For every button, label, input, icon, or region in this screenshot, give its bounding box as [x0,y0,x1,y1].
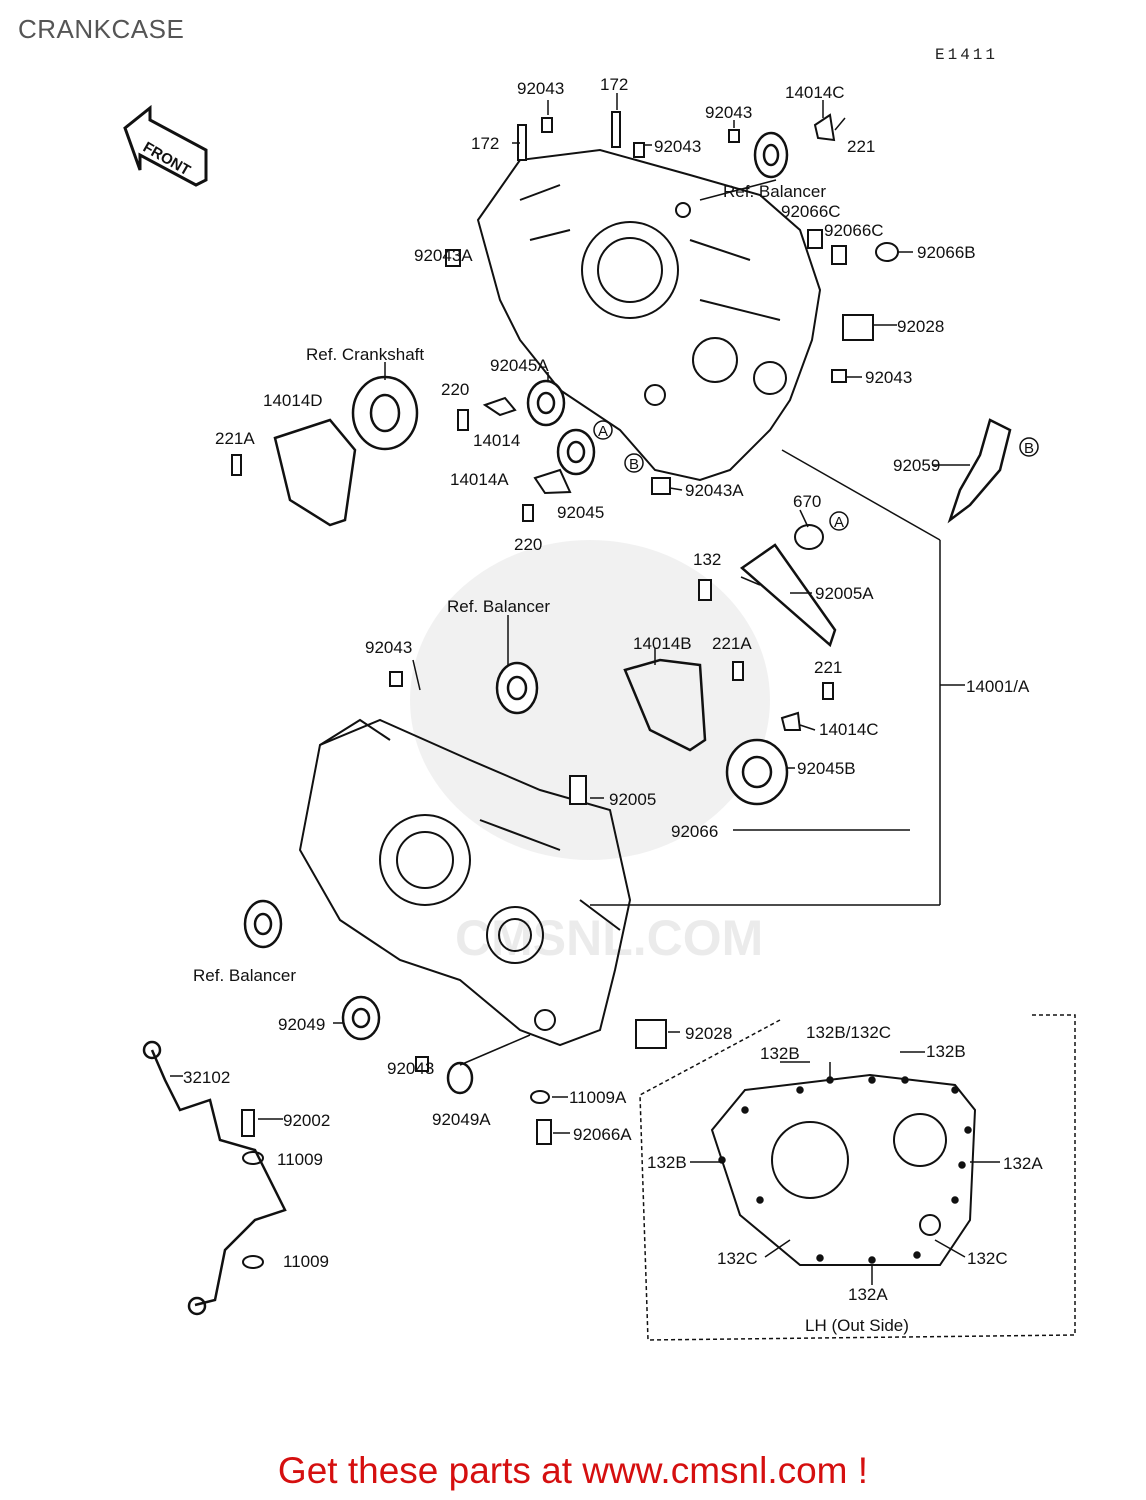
promo-banner[interactable]: Get these parts at www.cmsnl.com ! [277,1450,869,1491]
inset-callout-132b-132c: 132B/132C [806,1023,891,1042]
callout-221a: 221A [215,429,255,448]
bearing-icons [243,131,789,1095]
callout-14014c: 14014C [819,720,879,739]
callout-172: 172 [471,134,499,153]
callout-220: 220 [441,380,469,399]
callout-92043: 92043 [365,638,412,657]
callout-92028: 92028 [685,1024,732,1043]
callout-14014: 14014 [473,431,520,450]
callout-92066: 92066 [671,822,718,841]
circled-markers [593,420,1039,531]
ref-balancer-label: Ref. Balancer [447,597,550,616]
callout-92043a: 92043A [685,481,744,500]
callout-14014a: 14014A [450,470,509,489]
callout-92002: 92002 [283,1111,330,1130]
callout-92066b: 92066B [917,243,976,262]
leader-lines [170,93,970,1134]
callout-92005: 92005 [609,790,656,809]
marker-b: B [629,456,639,473]
callout-221: 221 [814,658,842,677]
inset-callout-132a: 132A [848,1285,888,1304]
callout-92043: 92043 [654,137,701,156]
inset-callout-132a: 132A [1003,1154,1043,1173]
callout-221a: 221A [712,634,752,653]
watermark-text: CMSNL.COM [455,910,763,966]
marker-a: A [598,423,608,440]
callout-14014d: 14014D [263,391,323,410]
inset-callout-132b: 132B [760,1044,800,1063]
exploded-parts-diagram: CMSNL.COM FRONT [123,75,1076,1341]
callout-32102: 32102 [183,1068,230,1087]
callout-670: 670 [793,492,821,511]
front-arrow-icon: FRONT [123,104,208,187]
inset-caption: LH (Out Side) [805,1316,909,1335]
callout-92066c: 92066C [781,202,841,221]
callout-92043: 92043 [865,368,912,387]
callout-92005a: 92005A [815,584,874,603]
callout-92045: 92045 [557,503,604,522]
guide-and-pipe-icons [142,418,1012,1316]
callout-92043: 92043 [517,79,564,98]
inset-callout-132b: 132B [926,1042,966,1061]
ref-crankshaft-label: Ref. Crankshaft [306,345,424,364]
lower-crankcase [298,718,632,1047]
callout-92066a: 92066A [573,1125,632,1144]
callout-92045a: 92045A [490,356,549,375]
inset-callout-132c: 132C [967,1249,1008,1268]
callout-92049: 92049 [278,1015,325,1034]
callout-92049a: 92049A [432,1110,491,1129]
ref-balancer-label: Ref. Balancer [723,182,826,201]
inset-lh-out-side [639,1014,1076,1341]
inset-callout-132b: 132B [647,1153,687,1172]
callout-92043a: 92043A [414,246,473,265]
marker-a: A [834,514,844,531]
callout-92043: 92043 [387,1059,434,1078]
callout-92045b: 92045B [797,759,856,778]
page-title: CRANKCASE [18,14,185,44]
callout-221: 221 [847,137,875,156]
watermark: CMSNL.COM [410,540,770,966]
cover-plate-icons [273,418,707,752]
callout-labels: 92043 172 172 92043 92043 14014C 221 Ref… [183,75,1043,1335]
small-part-icons [231,111,899,1269]
callout-11009: 11009 [283,1252,329,1271]
callout-14014b: 14014B [633,634,692,653]
marker-b: B [1024,440,1034,457]
diagram-code: E1411 [935,46,999,64]
callout-92066c: 92066C [824,221,884,240]
callout-11009a: 11009A [569,1088,627,1107]
ref-balancer-label: Ref. Balancer [193,966,296,985]
callout-92028: 92028 [897,317,944,336]
callout-172: 172 [600,75,628,94]
callout-14014c: 14014C [785,83,845,102]
callout-92059: 92059 [893,456,940,475]
callout-132: 132 [693,550,721,569]
callout-220: 220 [514,535,542,554]
callout-14001a: 14001/A [966,677,1030,696]
inset-callout-132c: 132C [717,1249,758,1268]
callout-92043: 92043 [705,103,752,122]
callout-11009: 11009 [277,1150,323,1169]
